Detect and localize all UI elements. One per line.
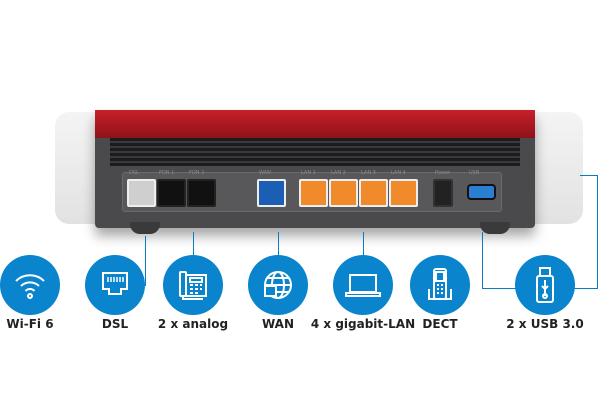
router-foot [130, 222, 160, 234]
connector-line [193, 232, 194, 256]
router-vent-grille [110, 138, 520, 166]
connector-line [482, 288, 516, 289]
wifi-feature [0, 255, 60, 315]
lan1-port: LAN 1 [299, 170, 328, 207]
feature-label: DECT [422, 317, 458, 331]
dect-feature [410, 255, 470, 315]
wan-feature [248, 255, 308, 315]
feature-label: 2 x USB 3.0 [506, 317, 584, 331]
fon2-port: FON 2 [187, 170, 216, 207]
dsl-feature [85, 255, 145, 315]
router-foot [480, 222, 510, 234]
wifi-icon [15, 274, 45, 299]
feature-label: Wi-Fi 6 [6, 317, 54, 331]
lan-feature [333, 255, 393, 315]
dsl-port: DSL [127, 170, 156, 207]
lan4-port: LAN 4 [389, 170, 418, 207]
globe-icon [264, 271, 292, 299]
port-panel: DSL FON 1 FON 2 WAN LAN 1 LAN 2 LAN 3 LA… [122, 170, 502, 212]
usb-feature [515, 255, 575, 315]
wan-port: WAN [257, 170, 286, 207]
usb-port: USB [467, 170, 496, 200]
feature-label: WAN [261, 317, 295, 331]
cordless-phone-icon [428, 268, 452, 300]
connector-line [580, 175, 598, 176]
connector-line [482, 232, 483, 289]
dsl-port-icon [102, 272, 128, 295]
lan3-port: LAN 3 [359, 170, 388, 207]
feature-label: 4 x gigabit-LAN [310, 317, 416, 331]
feature-label: 2 x analog [157, 317, 229, 331]
lan2-port: LAN 2 [329, 170, 358, 207]
connector-line [278, 232, 279, 256]
telephone-icon [179, 271, 207, 300]
connector-line [597, 175, 598, 289]
feature-label: DSL [101, 317, 129, 331]
connector-line [145, 236, 146, 286]
power-port: Power [433, 170, 453, 207]
usb-stick-icon [536, 267, 554, 303]
connector-line [574, 288, 598, 289]
fon1-port: FON 1 [157, 170, 186, 207]
laptop-icon [345, 274, 381, 297]
connector-line [363, 232, 364, 256]
router-red-top [95, 110, 535, 138]
analog-feature [163, 255, 223, 315]
